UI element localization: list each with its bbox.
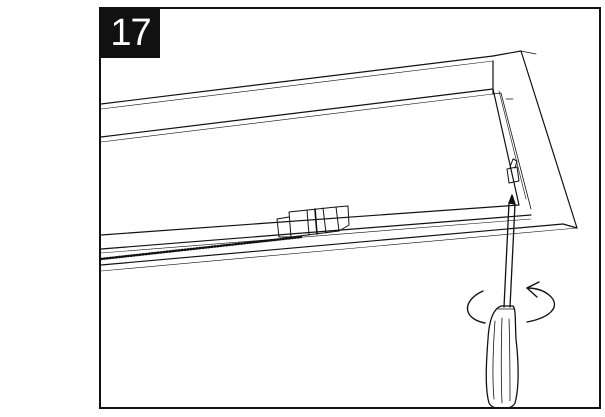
step-number-badge: 17	[101, 9, 160, 58]
assembly-illustration	[101, 50, 578, 407]
rail-slider	[276, 205, 350, 238]
screwdriver	[485, 194, 519, 407]
instruction-panel: 17	[99, 7, 601, 409]
rail-assembly	[101, 50, 578, 272]
screw	[506, 158, 520, 184]
rotation-arrow	[466, 281, 555, 324]
